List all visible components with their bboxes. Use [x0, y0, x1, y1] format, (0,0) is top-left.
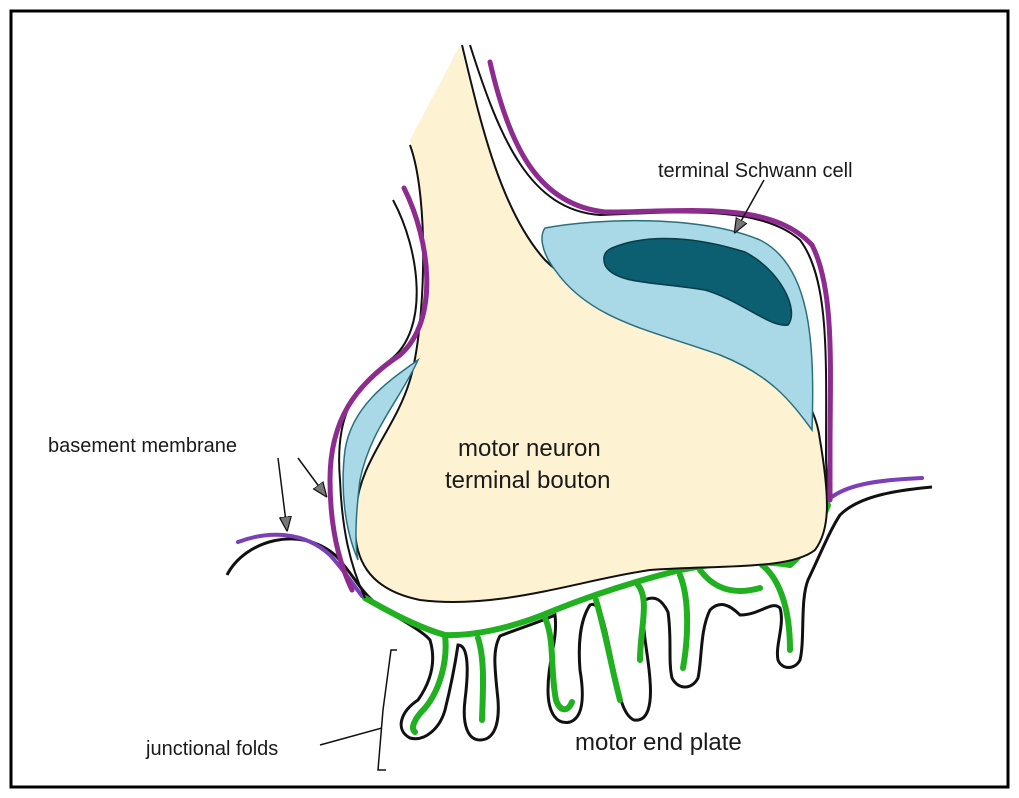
- basement-label: basement membrane: [48, 435, 237, 457]
- endplate-label: motor end plate: [575, 729, 742, 756]
- bouton-label-line1: motor neuron: [458, 435, 601, 462]
- schwann-label: terminal Schwann cell: [658, 160, 853, 182]
- folds-label: junctional folds: [145, 738, 278, 760]
- bouton-label-line2: terminal bouton: [445, 467, 610, 494]
